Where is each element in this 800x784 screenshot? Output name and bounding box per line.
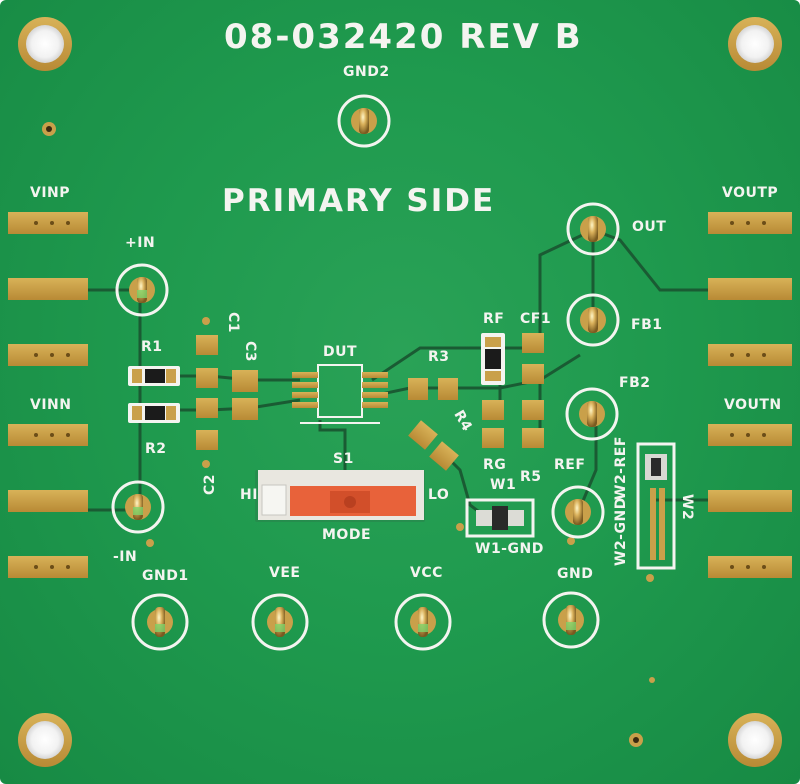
board-side-label: PRIMARY SIDE xyxy=(222,183,496,219)
label-fb1: FB1 xyxy=(631,317,663,333)
label-cf1: CF1 xyxy=(520,311,552,327)
label-vee: VEE xyxy=(269,565,301,581)
label-c1: C1 xyxy=(225,312,241,334)
label-w2: W2 xyxy=(679,494,695,521)
vias xyxy=(42,122,655,747)
label-r2: R2 xyxy=(145,441,167,457)
label-out: OUT xyxy=(632,219,667,235)
label-r3: R3 xyxy=(428,349,450,365)
label-lo: LO xyxy=(428,487,450,503)
label-dut: DUT xyxy=(323,344,358,360)
label-rg: RG xyxy=(483,457,507,473)
dut-footprint xyxy=(292,364,388,424)
label-gnd: GND xyxy=(557,566,594,582)
label-w2-gnd: W2-GND xyxy=(613,497,629,566)
edge-pads xyxy=(8,212,792,578)
label-plus-in: +IN xyxy=(125,235,156,251)
jumper-w1 xyxy=(465,498,535,538)
label-vinp: VINP xyxy=(30,185,71,201)
label-vcc: VCC xyxy=(410,565,443,581)
label-voutp: VOUTP xyxy=(722,185,779,201)
label-ref: REF xyxy=(554,457,586,473)
label-r1: R1 xyxy=(141,339,163,355)
label-w1: W1 xyxy=(490,477,517,493)
label-c3: C3 xyxy=(242,341,258,363)
label-fb2: FB2 xyxy=(619,375,651,391)
label-voutn: VOUTN xyxy=(724,397,782,413)
label-w1-gnd: W1-GND xyxy=(475,541,544,557)
smd-pads xyxy=(196,333,544,471)
board-part-number: 08-032420 REV B xyxy=(224,17,583,57)
label-r5: R5 xyxy=(520,469,542,485)
label-rf: RF xyxy=(483,311,505,327)
test-points xyxy=(111,94,620,651)
label-c2: C2 xyxy=(202,473,218,495)
label-gnd1: GND1 xyxy=(142,568,189,584)
mode-switch xyxy=(255,470,425,522)
label-vinn: VINN xyxy=(30,397,72,413)
label-hi: HI xyxy=(240,487,258,503)
label-s1: S1 xyxy=(333,451,354,467)
resistors xyxy=(128,333,505,423)
label-minus-in: -IN xyxy=(113,549,138,565)
label-w2-ref: W2-REF xyxy=(613,436,629,500)
jumper-w2 xyxy=(636,442,676,570)
label-mode: MODE xyxy=(322,527,372,543)
mounting-holes xyxy=(18,17,782,767)
label-gnd2: GND2 xyxy=(343,64,390,80)
